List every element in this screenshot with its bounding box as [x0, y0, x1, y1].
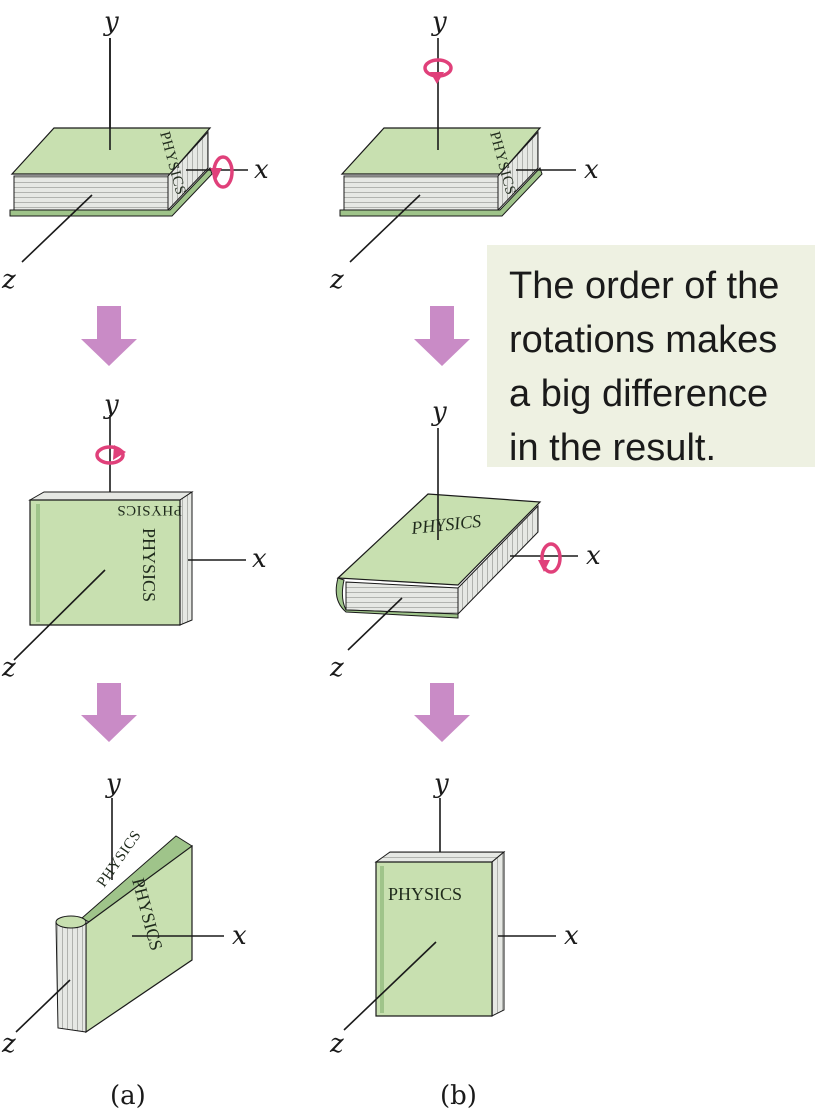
cover-title: PHYSICS — [139, 528, 159, 602]
y-label: y — [431, 7, 447, 37]
y-label: y — [433, 769, 449, 799]
book-a2: PHYSICS PHYSICS y x z — [1, 390, 267, 683]
z-label: z — [329, 265, 344, 295]
y-label: y — [431, 397, 447, 427]
rotation-arrow-icon — [210, 155, 234, 189]
panel-label-a: (a) — [110, 1081, 146, 1111]
book-cover — [29, 499, 181, 626]
y-label: y — [103, 7, 119, 37]
callout-line-2: rotations makes — [509, 319, 778, 361]
cover-title: PHYSICS — [388, 884, 462, 904]
book-pages — [343, 175, 499, 211]
panel-label-b: (b) — [440, 1081, 477, 1111]
down-arrow-icon — [414, 683, 470, 742]
book-b2: PHYSICS y x z — [329, 397, 601, 683]
x-label: x — [252, 544, 267, 574]
z-label: z — [1, 1029, 16, 1059]
z-axis-line — [15, 979, 71, 1033]
rotation-arrow-icon — [538, 542, 562, 574]
x-label: x — [254, 155, 269, 185]
callout-line-3: a big difference — [509, 373, 769, 415]
down-arrow-icon — [414, 306, 470, 366]
callout-line-1: The order of the — [509, 265, 780, 307]
rotation-arrow-icon — [95, 445, 126, 465]
down-arrow-icon — [81, 683, 137, 742]
book-pages — [13, 175, 169, 211]
book-cover — [10, 127, 212, 175]
book-b1: PHYSICS y x z — [329, 7, 599, 295]
book-b3: PHYSICS y x z — [329, 769, 579, 1059]
z-label: z — [1, 265, 16, 295]
z-axis-line — [343, 941, 437, 1031]
y-label: y — [105, 769, 121, 799]
x-label: x — [584, 155, 599, 185]
z-label: z — [1, 653, 16, 683]
z-label: z — [329, 653, 344, 683]
rotation-arrow-icon — [423, 58, 453, 84]
z-label: z — [329, 1029, 344, 1059]
z-axis-line — [347, 597, 403, 651]
book-a3: PHYSICS PHYSICS y x z — [1, 769, 247, 1059]
z-axis-line — [13, 569, 106, 661]
book-cover — [336, 493, 542, 586]
z-axis-line — [21, 194, 93, 263]
book-a1: PHYSICS y x z — [1, 7, 269, 295]
y-label: y — [103, 390, 119, 420]
book-title: PHYSICS — [117, 502, 182, 518]
book-cover — [340, 127, 542, 175]
x-label: x — [232, 921, 247, 951]
x-label: x — [586, 541, 601, 571]
callout-box: The order of the rotations makes a big d… — [487, 245, 815, 469]
z-axis-line — [349, 194, 421, 263]
x-label: x — [564, 921, 579, 951]
callout-line-4: in the result. — [509, 427, 716, 469]
book-cover — [375, 861, 493, 1017]
down-arrow-icon — [81, 306, 137, 366]
